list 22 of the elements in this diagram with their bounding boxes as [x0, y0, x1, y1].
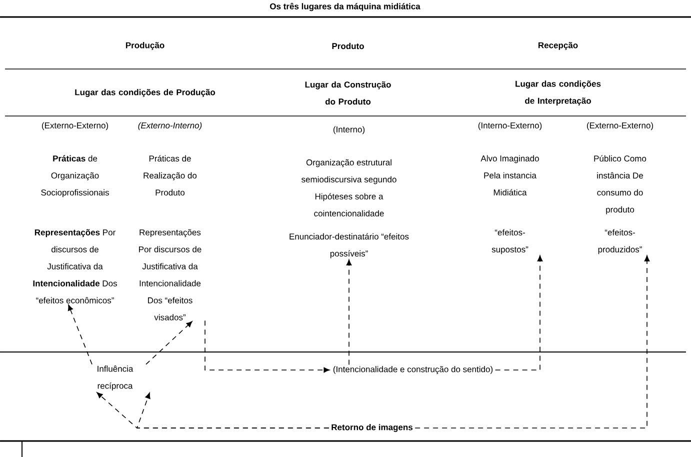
annotation-text: Influência recíproca	[98, 366, 134, 390]
text-column: (Interno) Organização estrutural semiodiscursiva segundo Hipóteses sobre a cointencionalidade Enunciador-destinatário “efeitos possíveis”	[290, 126, 409, 258]
text-column: (Externo-Externo) Público Como instância De consumo do produto “efeitos-produzidos”	[587, 122, 653, 254]
subheader: Lugar das condições de Interpretação	[516, 80, 601, 106]
annotation-text: (Intencionalidade e construção do sentido)	[333, 366, 493, 374]
arrow	[146, 321, 192, 365]
subheader: Lugar das condições de Produção	[75, 89, 216, 97]
arrow	[136, 392, 330, 428]
column-header: Recepção	[538, 42, 578, 50]
title: Os três lugares da máquina midiática	[270, 2, 420, 12]
arrow	[68, 304, 92, 365]
arrow	[346, 259, 352, 366]
annotation-text: Retorno de imagens	[332, 424, 412, 432]
arrow	[494, 255, 543, 370]
column-header: Produto	[332, 42, 364, 50]
subheader: Lugar da Construção do Produto	[305, 81, 391, 105]
column-header: Produção	[126, 42, 164, 50]
arrow	[414, 255, 650, 428]
text-column: (Externo-Externo) Práticas de Organização Socioprofissionais Representações Por discursos de Justificativa da Intencionalidade Dos “efeitos econômicos”	[33, 122, 117, 304]
text-column: (Externo-Interno) Práticas de Realização do Produto Representações Por discursos de Justificativa da Intencionalidade Dos “efeitos visados”	[138, 122, 202, 320]
arrow	[204, 320, 330, 373]
text-column: (Interno-Externo) Alvo Imaginado Pela instancia Midiática “efeitos-supostos”	[478, 122, 542, 254]
